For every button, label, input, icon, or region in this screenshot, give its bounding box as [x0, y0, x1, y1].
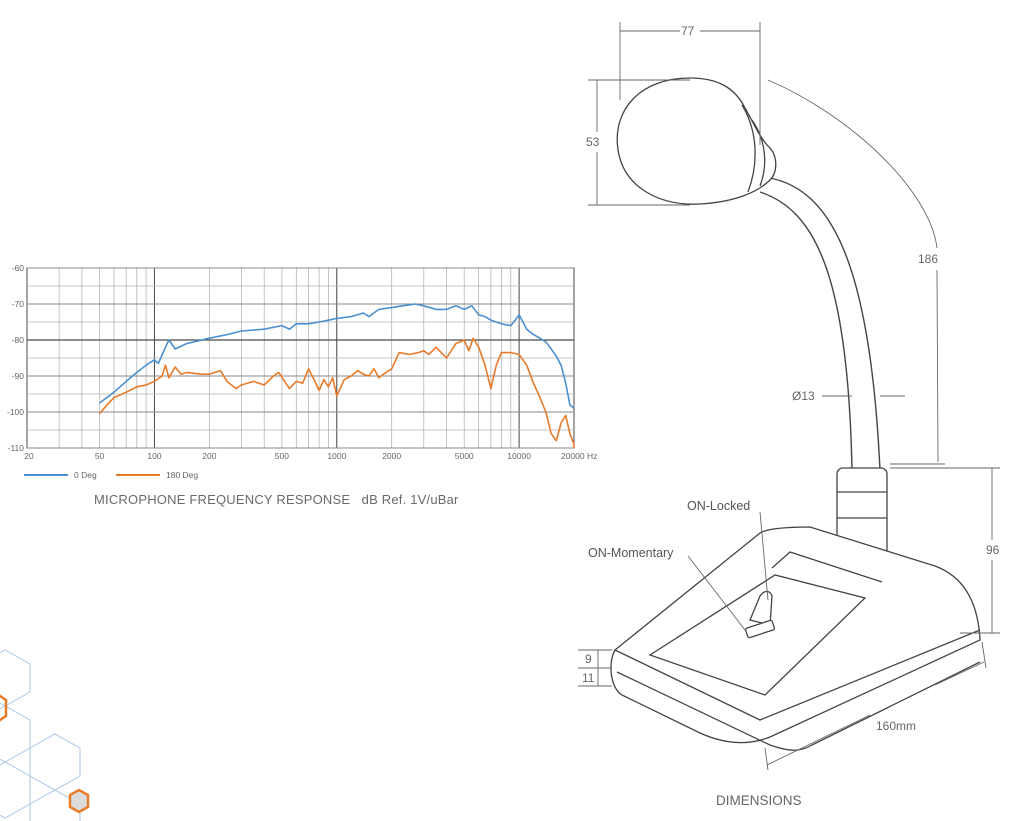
y-tick-label: -80 [12, 335, 25, 345]
base-panel [648, 574, 867, 696]
y-tick-label: -90 [12, 371, 25, 381]
x-tick-label: 2000 [382, 451, 401, 461]
dim-base-height: 96 [986, 543, 1000, 557]
y-tick-label: -70 [12, 299, 25, 309]
microphone-drawing [610, 77, 981, 751]
y-tick-labels: -60 -70 -80 -90 -100 -110 [7, 263, 24, 453]
dim-gooseneck-length: 186 [918, 252, 938, 266]
x-tick-label: 20000 Hz [561, 451, 597, 461]
chart-legend: 0 Deg 180 Deg [24, 470, 198, 480]
callout-on-momentary: ON-Momentary [588, 546, 674, 560]
dimension-lines [578, 22, 1000, 771]
x-tick-label: 100 [147, 451, 161, 461]
x-tick-label: 20 [24, 451, 34, 461]
dim-base-top: 9 [585, 652, 592, 666]
gooseneck [769, 177, 881, 471]
drawing-title: DIMENSIONS [716, 793, 802, 808]
x-tick-label: 500 [275, 451, 289, 461]
chart-grid [26, 267, 575, 449]
dim-gooseneck-diameter: Ø13 [792, 389, 815, 403]
microphone-head [616, 77, 777, 205]
dimension-labels: 77 53 186 Ø13 96 9 11 160mm ON-Locked ON… [582, 24, 1000, 808]
dim-head-height: 53 [586, 135, 600, 149]
series-line-180deg [98, 337, 575, 448]
y-tick-label: -110 [8, 443, 25, 453]
x-tick-labels: 20 50 100 200 500 1000 2000 5000 10000 20000 Hz [24, 451, 597, 461]
legend-label-0deg: 0 Deg [74, 470, 97, 480]
chart-title: MICROPHONE FREQUENCY RESPONSE dB Ref. 1V… [94, 492, 459, 507]
dim-head-width: 77 [681, 24, 695, 38]
hexagon-pattern [0, 649, 81, 821]
series-line-0deg [99, 303, 575, 410]
x-tick-label: 1000 [327, 451, 346, 461]
microphone-base [610, 526, 981, 744]
x-tick-label: 5000 [455, 451, 474, 461]
y-tick-label: -100 [7, 407, 24, 417]
x-tick-label: 50 [95, 451, 105, 461]
chart-series [98, 303, 575, 448]
x-tick-label: 200 [202, 451, 216, 461]
dim-base-bottom: 11 [582, 671, 595, 685]
hexagon-accent-icon [0, 694, 90, 814]
legend-label-180deg: 180 Deg [166, 470, 198, 480]
y-tick-label: -60 [12, 263, 25, 273]
dim-base-width: 160mm [876, 719, 916, 733]
callout-on-locked: ON-Locked [687, 499, 750, 513]
x-tick-label: 10000 [507, 451, 531, 461]
